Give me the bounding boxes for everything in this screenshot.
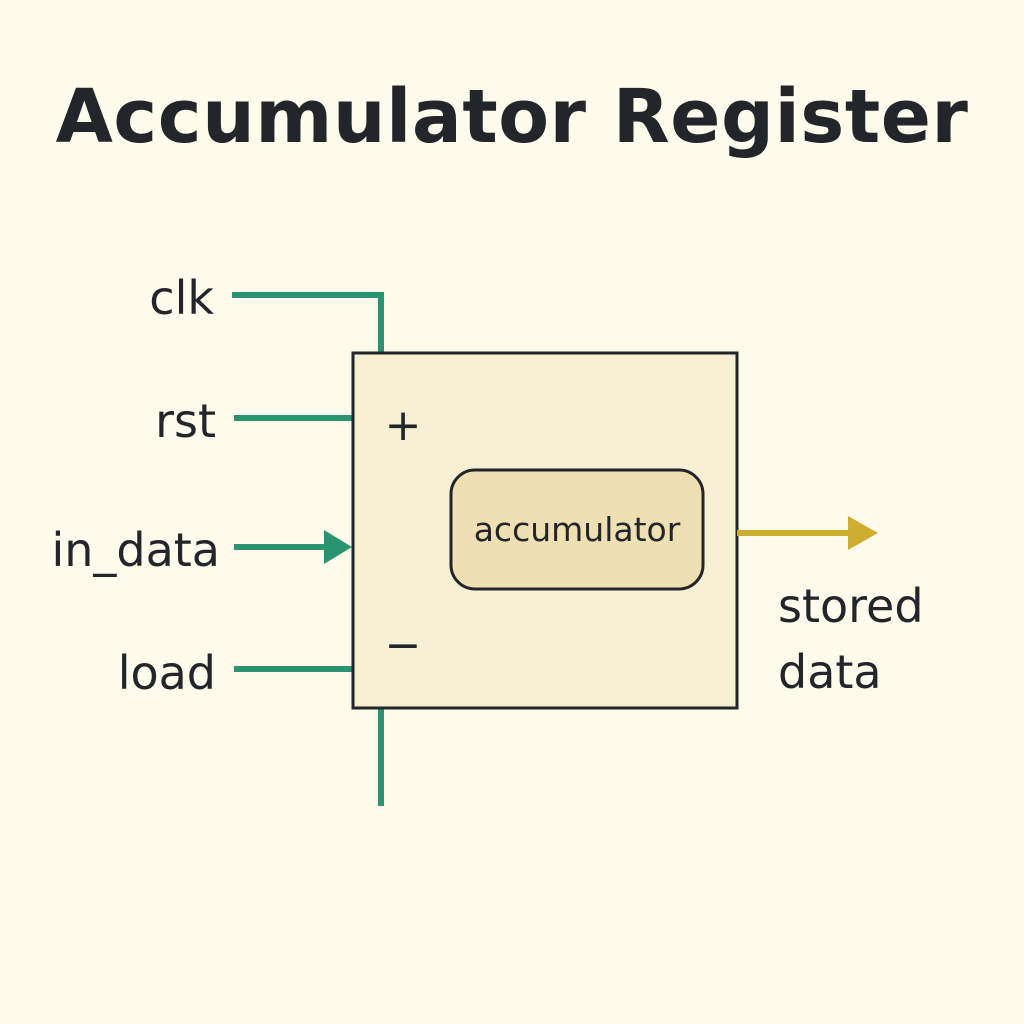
clk-label: clk	[149, 271, 214, 325]
accumulator-label: accumulator	[474, 510, 681, 549]
page-title: Accumulator Register	[55, 74, 969, 160]
load-label: load	[118, 646, 216, 700]
rst-label: rst	[155, 394, 216, 448]
output-arrowhead	[848, 516, 878, 550]
minus-sign: −	[385, 620, 422, 671]
in-data-arrowhead	[324, 530, 352, 564]
clk-wire	[232, 292, 384, 352]
accumulator-module	[449, 468, 705, 591]
output-label-line1: stored	[778, 579, 924, 633]
plus-sign: +	[385, 400, 422, 451]
in-data-label: in_data	[51, 523, 220, 577]
output-label-line2: data	[778, 645, 882, 699]
